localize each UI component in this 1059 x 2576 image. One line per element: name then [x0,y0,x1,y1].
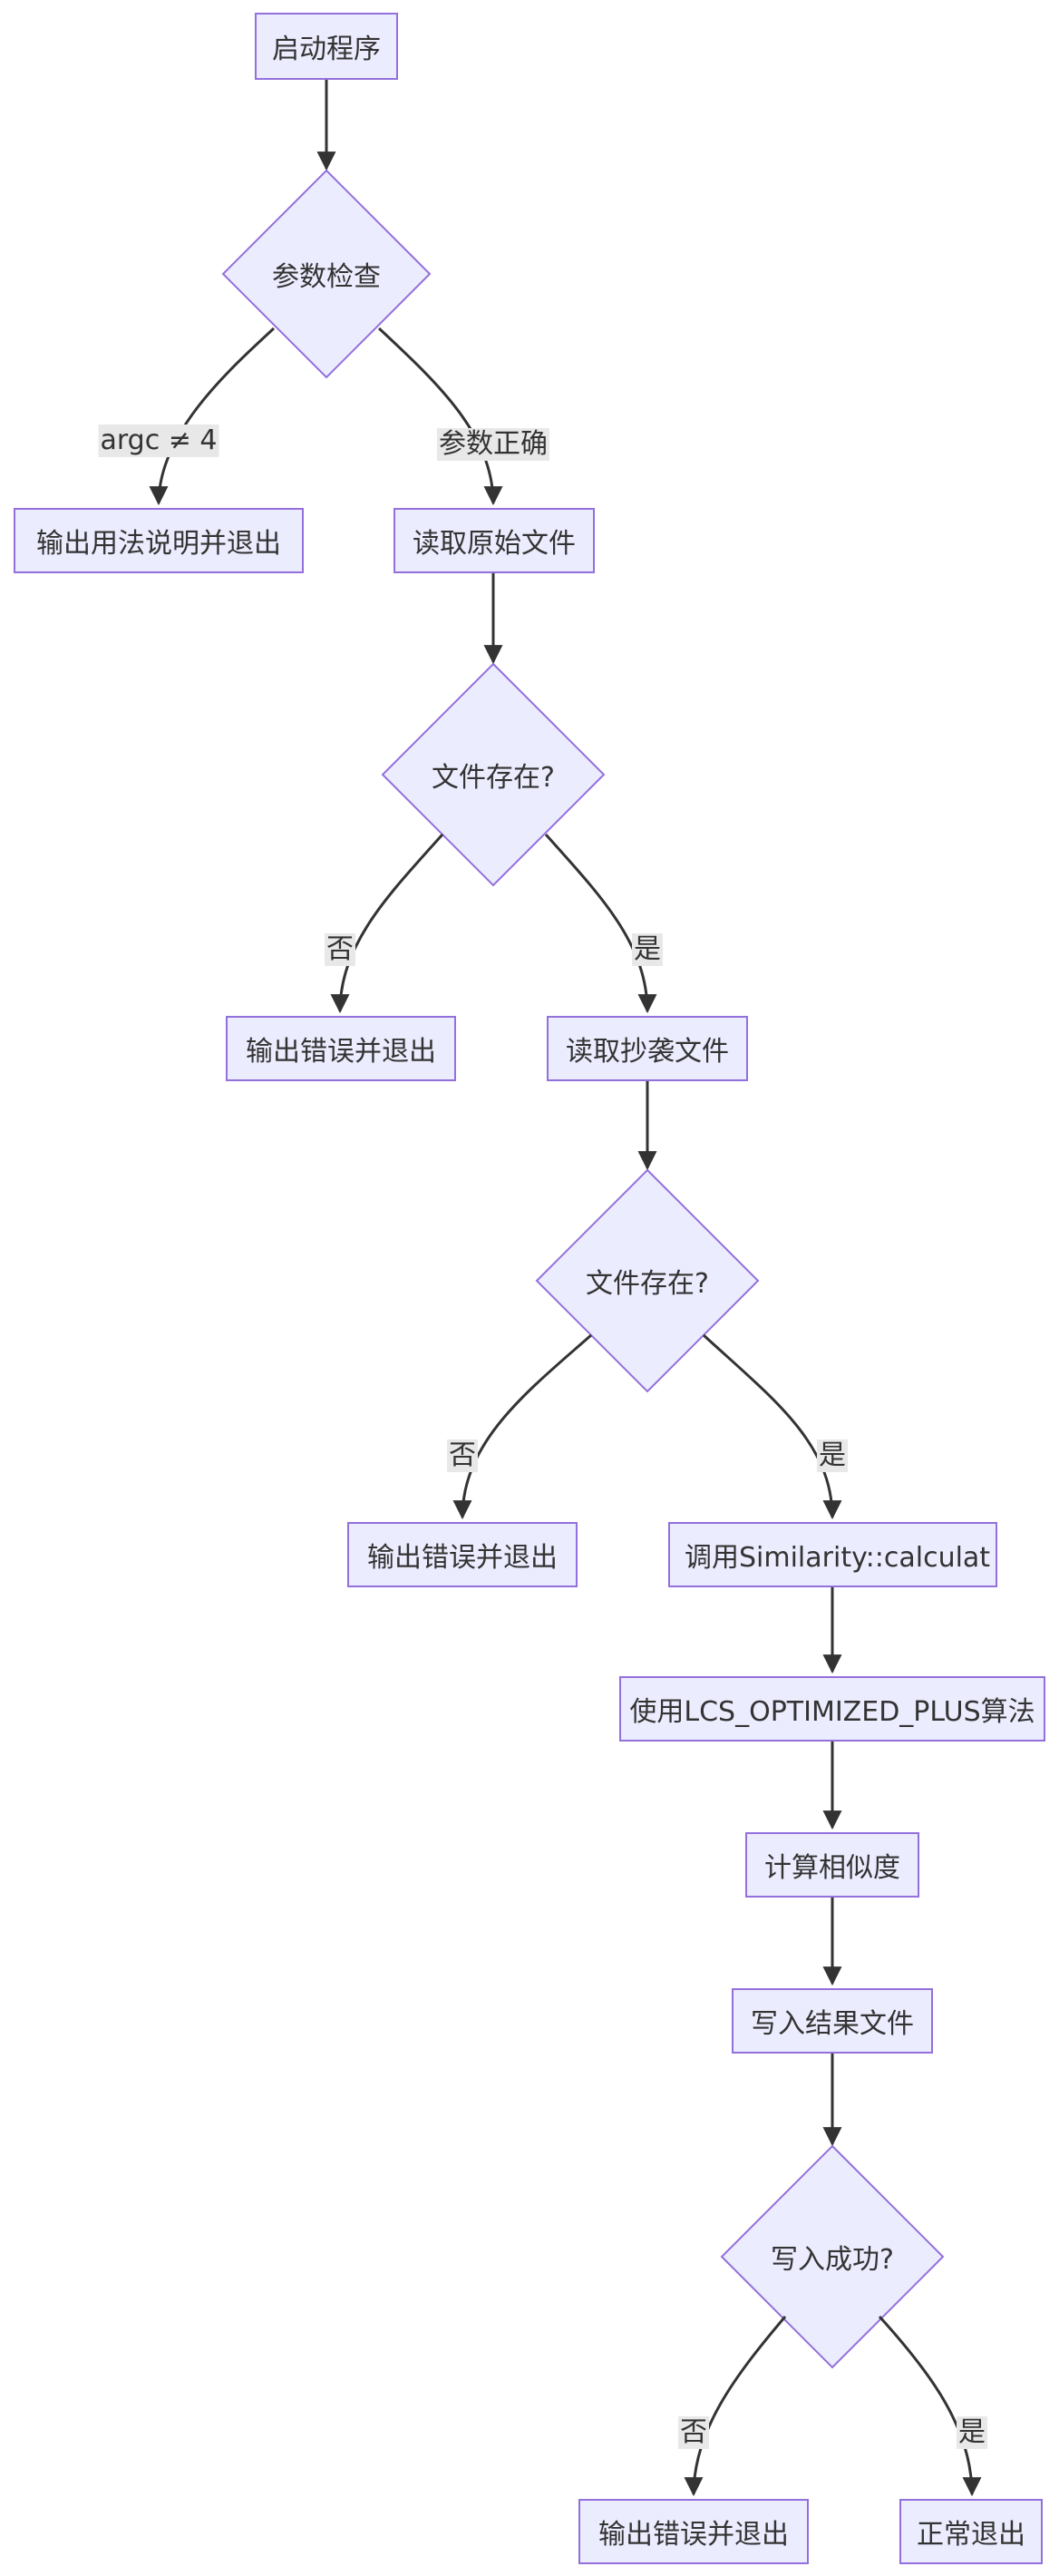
edge-orig-exists-to-err [330,834,444,1014]
node-usage-exit: 输出用法说明并退出 [14,508,304,573]
decision-copy-exists-shape [535,1168,760,1393]
decision-orig-exists-label: 文件存在? [432,762,555,794]
node-error-exit-1: 输出错误并退出 [226,1016,456,1081]
decision-orig-exists-shape [381,662,606,887]
edge-write-ok-to-normal [878,2315,982,2497]
node-call-similarity-calculate: 调用Similarity::calculat [668,1522,997,1587]
decision-copy-exists-label: 文件存在? [586,1268,709,1300]
decision-write-ok-label: 写入成功? [771,2244,894,2276]
node-error-exit-3: 输出错误并退出 [578,2499,809,2564]
edge-copy-exists-to-call [702,1333,842,1520]
node-error-exit-2: 输出错误并退出 [347,1522,578,1587]
node-compute-similarity: 计算相似度 [745,1832,919,1898]
node-write-result-file: 写入结果文件 [732,1988,933,2054]
node-start: 启动程序 [255,13,398,80]
decision-check-args-label: 参数检查 [272,261,381,293]
edge-write-ok-to-err [684,2316,787,2497]
decision-write-ok-shape [720,2144,945,2369]
node-read-original-file: 读取原始文件 [393,508,595,573]
edge-check-to-read-orig [377,327,503,506]
node-normal-exit: 正常退出 [899,2499,1043,2564]
edge-label-yes-1: 是 [632,933,663,966]
edge-copy-exists-to-err [452,1333,592,1520]
decision-check-args-shape [221,169,432,379]
edge-label-yes-3: 是 [957,2416,987,2449]
edge-label-args-ok: 参数正确 [437,428,549,461]
edge-label-no-2: 否 [447,1439,478,1472]
edge-label-no-1: 否 [325,933,355,966]
node-use-lcs-optimized-plus: 使用LCS_OPTIMIZED_PLUS算法 [619,1676,1045,1742]
edge-label-yes-2: 是 [817,1439,848,1472]
edge-label-no-3: 否 [678,2416,709,2449]
edge-orig-exists-to-read-copy [544,834,657,1014]
node-read-copy-file: 读取抄袭文件 [547,1016,748,1081]
edge-label-argc-invalid: argc ≠ 4 [98,424,219,457]
edge-check-to-usage [149,327,276,506]
